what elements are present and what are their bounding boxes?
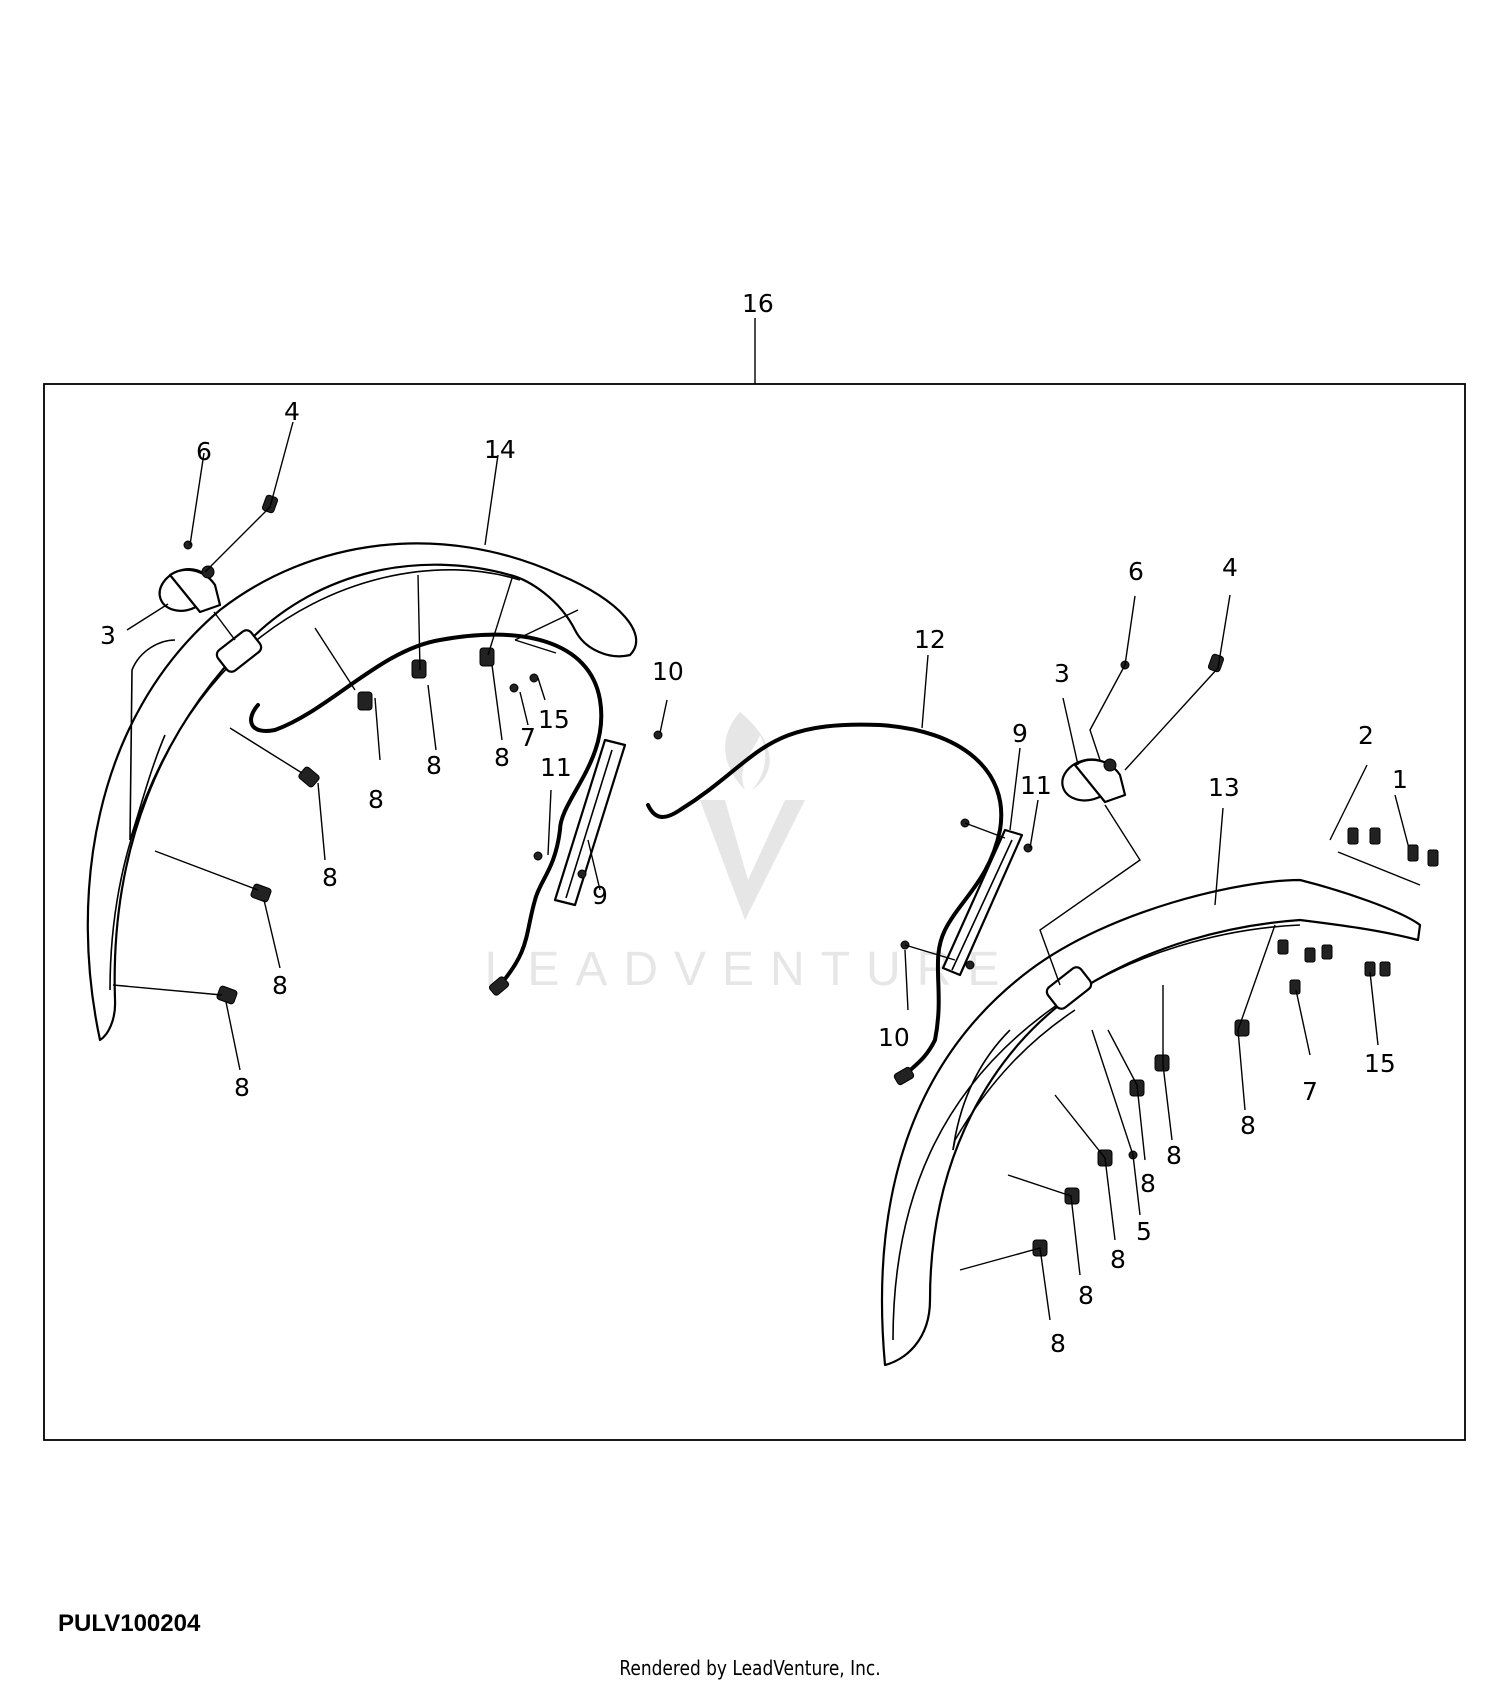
callout-right-6: 6	[1128, 557, 1144, 586]
left-bracket	[553, 738, 627, 907]
render-credit: Rendered by LeadVenture, Inc.	[619, 1656, 881, 1680]
callout-right-9: 9	[1012, 719, 1028, 748]
watermark-logo: LEADVENTURE	[485, 712, 1016, 996]
callout-left-7: 7	[520, 723, 536, 752]
callout-right-2: 2	[1358, 721, 1374, 750]
callout-left-8b: 8	[426, 751, 442, 780]
callout-left-10: 10	[652, 657, 684, 686]
callout-right-8d: 8	[1110, 1245, 1126, 1274]
callout-left-15: 15	[538, 705, 570, 734]
callout-left-3: 3	[100, 621, 116, 650]
callout-left-4: 4	[284, 397, 300, 426]
left-work-light	[158, 565, 222, 614]
center-harness	[646, 722, 1004, 1077]
callout-right-13: 13	[1208, 773, 1240, 802]
left-fender	[86, 542, 638, 1042]
callout-left-8c: 8	[494, 743, 510, 772]
callout-right-3: 3	[1054, 659, 1070, 688]
callout-assembly: 16	[742, 289, 774, 318]
callout-right-1: 1	[1392, 765, 1408, 794]
callout-left-8d: 8	[322, 863, 338, 892]
callout-right-11: 11	[1020, 771, 1052, 800]
callout-right-10: 10	[878, 1023, 910, 1052]
left-harness	[249, 632, 604, 987]
callout-left-14: 14	[484, 435, 516, 464]
diagram-id: PULV100204	[58, 1610, 201, 1637]
callout-right-8b: 8	[1166, 1141, 1182, 1170]
callout-right-15: 15	[1364, 1049, 1396, 1078]
callout-center-12: 12	[914, 625, 946, 654]
callout-left-9: 9	[592, 881, 608, 910]
callout-left-8f: 8	[234, 1073, 250, 1102]
callout-left-8e: 8	[272, 971, 288, 1000]
callout-left-6: 6	[196, 437, 212, 466]
right-fender	[880, 878, 1422, 1367]
callout-right-8a: 8	[1240, 1111, 1256, 1140]
callout-right-4: 4	[1222, 553, 1238, 582]
callout-right-8f: 8	[1050, 1329, 1066, 1358]
callout-right-8c: 8	[1140, 1169, 1156, 1198]
callout-labels: 16 4 6 14 3 8 8 8 8 8 8 7 15 11 10 9 12 …	[100, 289, 1408, 1358]
right-work-light	[1061, 758, 1127, 804]
callout-right-7: 7	[1302, 1077, 1318, 1106]
callout-left-8a: 8	[368, 785, 384, 814]
callout-right-5: 5	[1136, 1217, 1152, 1246]
callout-right-8e: 8	[1078, 1281, 1094, 1310]
callout-left-11: 11	[540, 753, 572, 782]
right-hardware	[1032, 827, 1439, 1257]
right-bracket	[941, 828, 1024, 977]
watermark-text: LEADVENTURE	[485, 943, 1016, 996]
